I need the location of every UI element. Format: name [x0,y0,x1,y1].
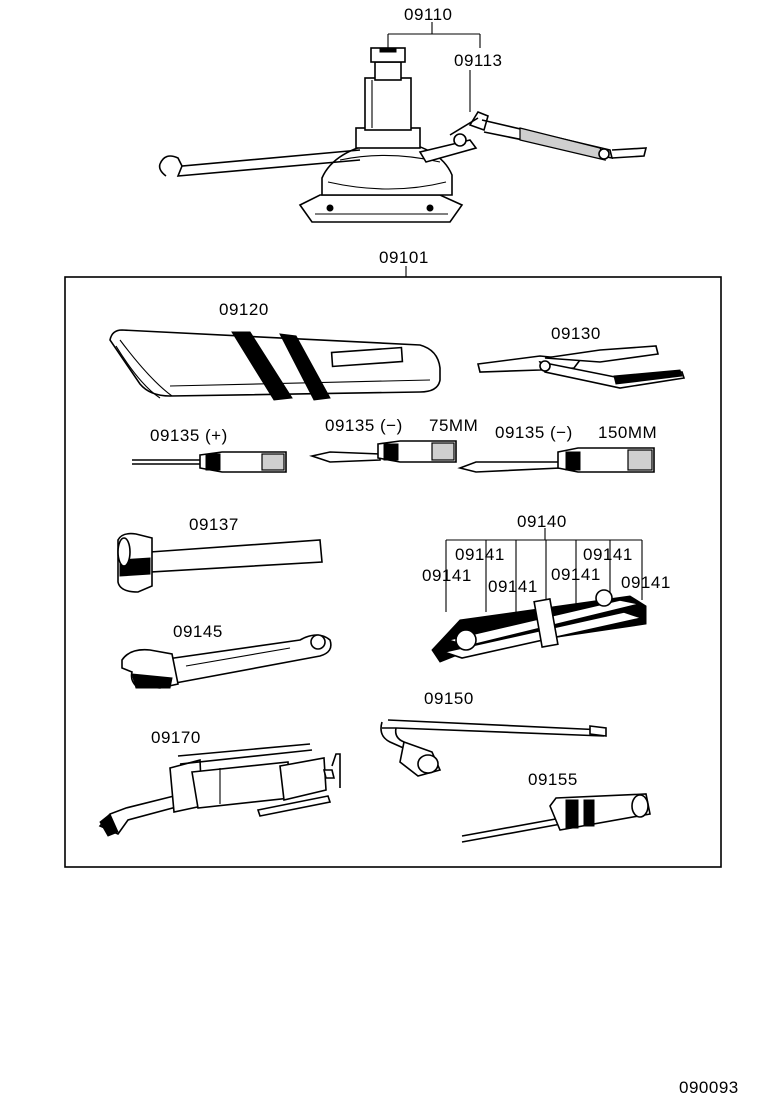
screwdriver-plus-illustration [132,451,287,473]
screwdriver-minus-150-part-number: 09135 (−) [495,423,573,442]
pliers-illustration [477,345,686,389]
jack-handle-part-number: 09113 [454,51,503,70]
adjustable-wrench-part-number: 09145 [173,622,223,641]
hammer-illustration [117,532,323,593]
screwdriver-plus-part-number: 09135 (+) [150,426,228,445]
hammer-part-number: 09137 [189,515,239,534]
tool-set-part-number: 09101 [379,248,429,267]
grease-gun-part-number: 09170 [151,728,201,747]
wrench-part-number-b: 09141 [422,566,472,585]
wrench-part-number-d: 09141 [551,565,601,584]
screwdriver-minus-75-part-number: 09135 (−) [325,416,403,435]
jack-part-number: 09110 [404,5,453,24]
tool-bag-illustration [109,329,441,401]
screwdriver-minus-75-illustration [309,440,457,463]
plug-wrench-illustration [461,793,651,843]
pliers-part-number: 09130 [551,324,601,343]
screwdriver-minus-75-size: 75MM [429,416,478,435]
wheel-wrench-part-number: 09150 [424,689,474,708]
wrench-set-illustration [431,589,647,663]
plug-wrench-part-number: 09155 [528,770,578,789]
wrench-part-number-a: 09141 [455,545,505,564]
wheel-wrench-illustration [380,719,607,777]
wrench-part-number-f: 09141 [621,573,671,592]
wrench-set-part-number: 09140 [517,512,567,531]
figure-number: 090093 [679,1078,739,1097]
tool-set-frame [64,276,722,868]
screwdriver-minus-150-illustration [457,447,655,473]
jack-illustration [158,47,648,223]
screwdriver-minus-150-size: 150MM [598,423,657,442]
grease-gun-illustration [98,743,341,837]
adjustable-wrench-illustration [121,634,332,689]
wrench-part-number-e: 09141 [583,545,633,564]
jack-leaders [387,22,481,112]
wrench-part-number-c: 09141 [488,577,538,596]
tool-bag-part-number: 09120 [219,300,269,319]
